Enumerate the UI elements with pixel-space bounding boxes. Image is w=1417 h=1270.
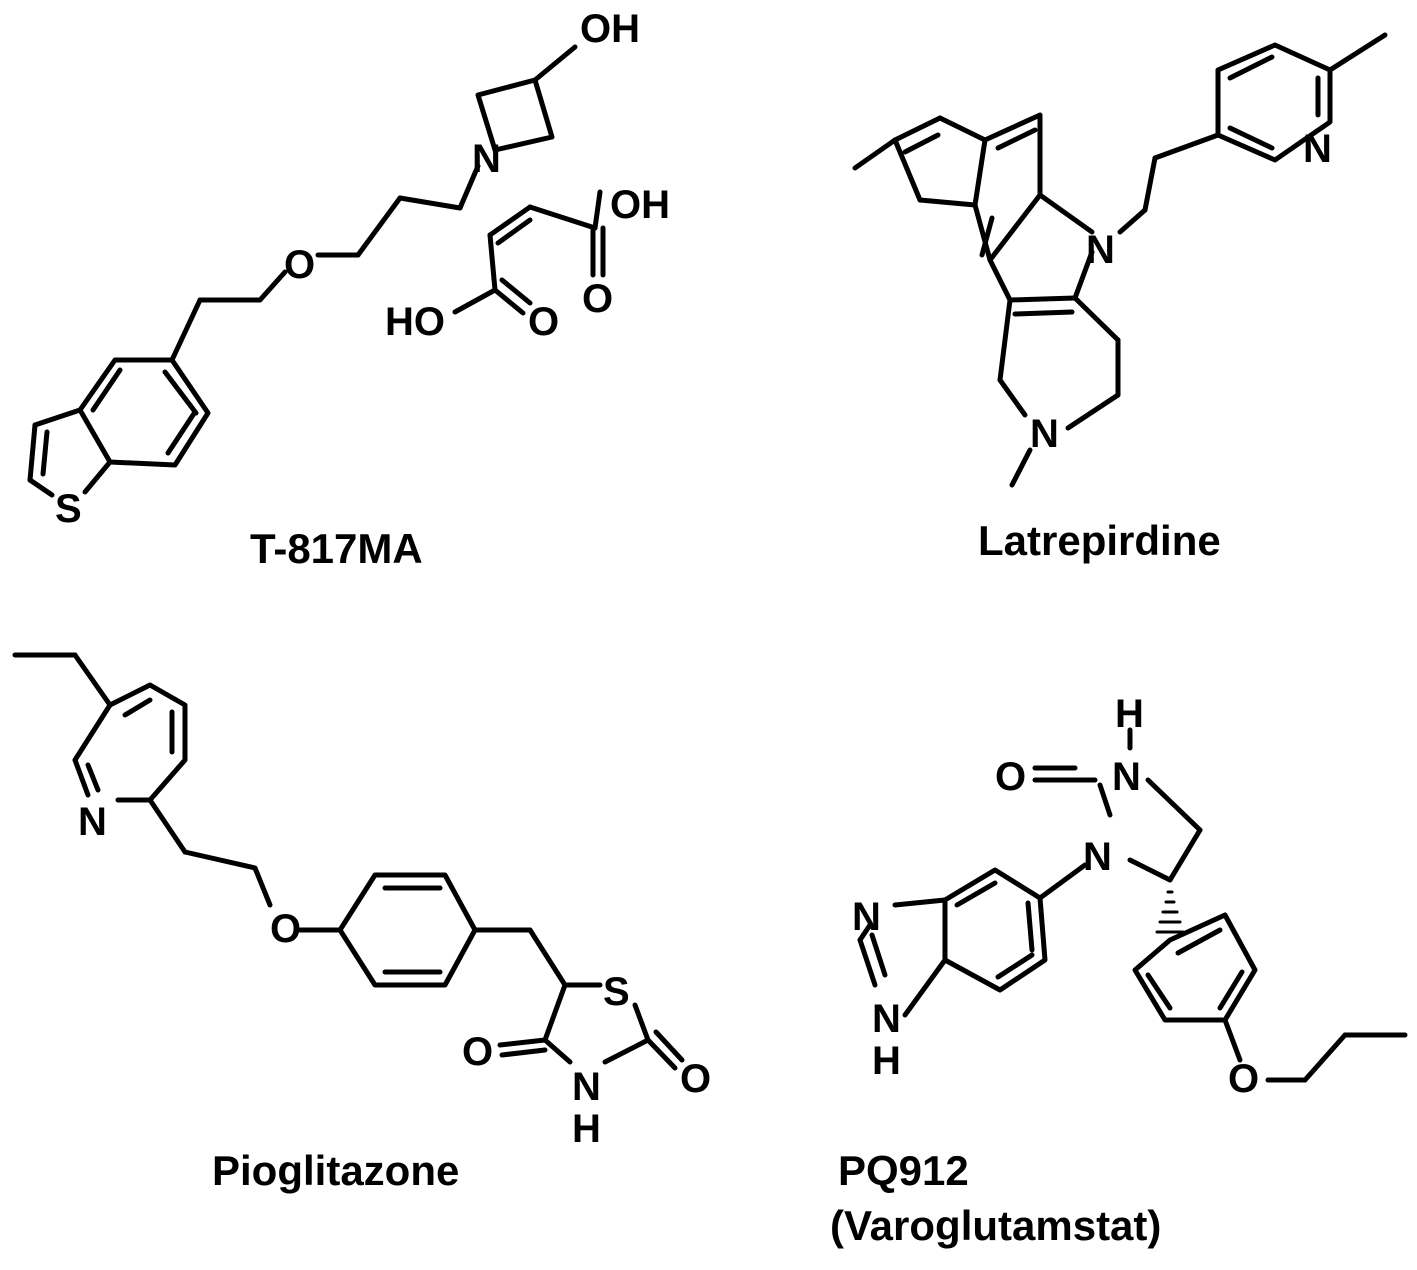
atom-n-mid: N bbox=[1083, 835, 1112, 879]
atom-oh-acid: OH bbox=[610, 183, 670, 227]
atom-n-indole: N bbox=[1086, 228, 1115, 272]
atom-h-imide: H bbox=[572, 1107, 601, 1151]
compound-name-pioglitazone: Pioglitazone bbox=[212, 1147, 459, 1194]
atom-h-top: H bbox=[1115, 692, 1144, 736]
atom-o-ether: O bbox=[1228, 1057, 1259, 1101]
structure-latrepirdine: N N N Latrepirdine bbox=[852, 32, 1388, 564]
atom-o-left: O bbox=[462, 1030, 493, 1074]
compound-name-varoglutamstat: (Varoglutamstat) bbox=[830, 1202, 1161, 1249]
atom-oh-top: OH bbox=[580, 7, 640, 51]
atom-n-piperidine: N bbox=[1030, 412, 1059, 456]
structure-pioglitazone: N O S O N H O Pioglitazone bbox=[12, 652, 711, 1194]
compound-name-pq912: PQ912 bbox=[838, 1147, 969, 1194]
hashed-wedge-bond bbox=[1155, 890, 1185, 934]
atom-n-imide: N bbox=[572, 1065, 601, 1109]
atom-h-imidazole-nh: H bbox=[872, 1039, 901, 1083]
atom-o-ether: O bbox=[270, 907, 301, 951]
atom-n-benzimidazole: N bbox=[852, 895, 881, 939]
atom-o-carbonyl-1: O bbox=[528, 300, 559, 344]
atom-s-thiophene: S bbox=[55, 487, 82, 531]
compound-name-t817ma: T-817MA bbox=[250, 525, 423, 572]
atom-o-ether: O bbox=[284, 243, 315, 287]
atom-s-thiazolidine: S bbox=[603, 970, 630, 1014]
structure-t817ma: OH N OH O HO O O S T-817MA bbox=[27, 7, 670, 572]
atom-n-azetidine: N bbox=[472, 137, 501, 181]
atom-n-top: N bbox=[1112, 755, 1141, 799]
structure-pq912: H O N N N N H O PQ912 (Varoglutamstat) bbox=[830, 692, 1408, 1249]
atom-o-urea: O bbox=[995, 755, 1026, 799]
atom-o-right: O bbox=[680, 1057, 711, 1101]
compound-name-latrepirdine: Latrepirdine bbox=[978, 517, 1221, 564]
atom-n-pyridine: N bbox=[1303, 127, 1332, 171]
atom-n-imidazole-nh: N bbox=[872, 997, 901, 1041]
atom-ho-acid: HO bbox=[385, 300, 445, 344]
atom-n-pyridine: N bbox=[78, 800, 107, 844]
atom-o-carbonyl-2: O bbox=[582, 277, 613, 321]
